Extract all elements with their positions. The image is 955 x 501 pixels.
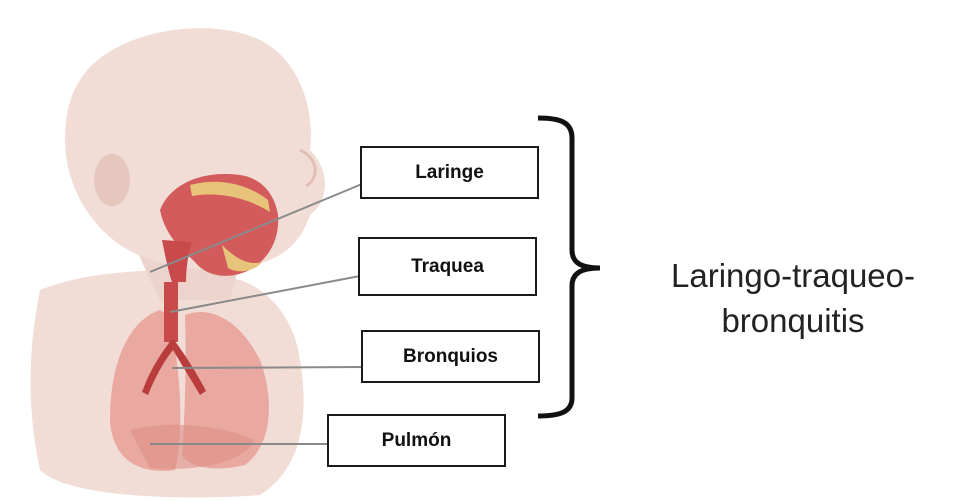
label-bronquios: Bronquios	[361, 330, 540, 383]
leader-bronquios	[172, 367, 363, 368]
curly-bracket	[538, 118, 600, 416]
label-pulmon: Pulmón	[327, 414, 506, 467]
label-traquea: Traquea	[358, 237, 537, 296]
label-laringe: Laringe	[360, 146, 539, 199]
condition-line-2: bronquitis	[628, 298, 955, 343]
condition-label: Laringo-traqueo- bronquitis	[628, 253, 955, 343]
child-ear	[94, 154, 130, 206]
condition-line-1: Laringo-traqueo-	[628, 253, 955, 298]
